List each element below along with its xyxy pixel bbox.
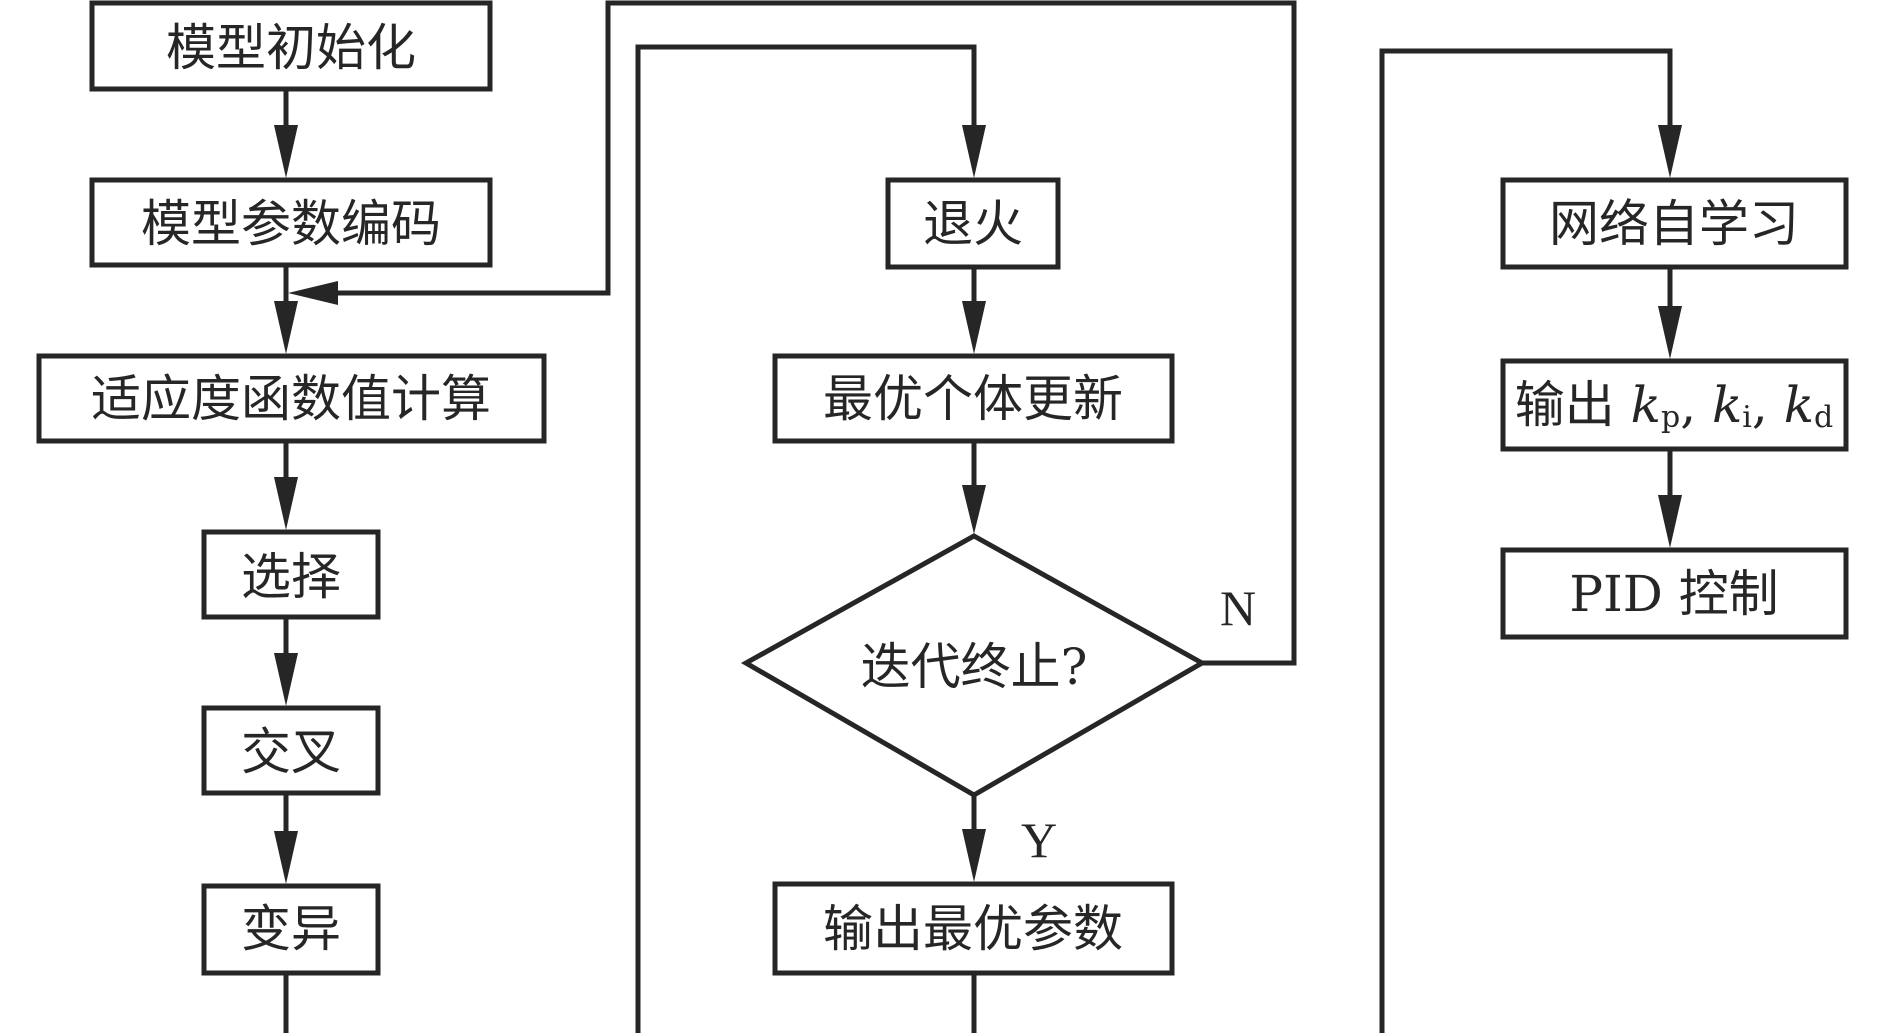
node-pid-label: PID 控制 (1569, 565, 1778, 623)
arrow-head (274, 125, 298, 178)
node-encode: 模型参数编码 (89, 177, 493, 268)
arrow-head (1658, 495, 1682, 548)
node-output-params: 输出最优参数 (772, 881, 1175, 976)
arrowheads (274, 125, 1682, 884)
node-update: 最优个体更新 (772, 353, 1175, 444)
node-update-label: 最优个体更新 (823, 370, 1123, 428)
node-anneal-label: 退火 (923, 195, 1023, 253)
node-encode-label: 模型参数编码 (141, 195, 441, 253)
node-output-params-label: 输出最优参数 (823, 900, 1123, 958)
sep-2: , (1752, 376, 1784, 434)
arrow-head (274, 477, 298, 530)
node-self-learn: 网络自学习 (1500, 177, 1849, 270)
arrow-head (1658, 125, 1682, 178)
sep-1: , (1680, 376, 1712, 434)
kd-symbol: k (1784, 376, 1814, 434)
branch-yes-label: Y (1021, 812, 1057, 868)
node-pid: PID 控制 (1500, 547, 1849, 640)
arrow-head (274, 831, 298, 884)
node-crossover-label: 交叉 (241, 723, 341, 781)
node-mutate-label: 变异 (241, 900, 341, 958)
arrow-head (274, 301, 298, 354)
node-select: 选择 (201, 529, 381, 620)
node-output-k-label: 输出 kp, ki, kd (1515, 376, 1833, 435)
edge-output-selflearn (971, 48, 1673, 1033)
node-terminate-label: 迭代终止? (861, 638, 1088, 696)
node-crossover: 交叉 (201, 705, 381, 796)
node-self-learn-label: 网络自学习 (1549, 195, 1799, 253)
node-init: 模型初始化 (89, 0, 493, 92)
node-output-k: 输出 kp, ki, kd (1500, 358, 1849, 452)
node-anneal: 退火 (885, 177, 1061, 270)
edge-no-loop (312, 0, 1297, 666)
kd-subscript: d (1814, 400, 1833, 435)
arrow-head (962, 485, 986, 534)
arrow-head (1658, 306, 1682, 359)
branch-no-label: N (1220, 580, 1256, 636)
arrow-head (288, 281, 338, 305)
ki-subscript: i (1742, 400, 1752, 435)
kp-subscript: p (1661, 400, 1680, 435)
node-fitness-label: 适应度函数值计算 (91, 370, 491, 428)
kp-symbol: k (1631, 376, 1661, 434)
connectors (283, 0, 1673, 1033)
node-select-label: 选择 (241, 548, 341, 606)
arrow-head (962, 829, 986, 882)
arrow-head (962, 125, 986, 178)
node-fitness: 适应度函数值计算 (36, 353, 547, 444)
arrow-head (962, 301, 986, 354)
edge-mutate-anneal (283, 44, 977, 1033)
ki-symbol: k (1712, 376, 1742, 434)
node-mutate: 变异 (201, 883, 381, 976)
output-k-prefix: 输出 (1515, 376, 1631, 434)
arrow-head (274, 653, 298, 706)
node-init-label: 模型初始化 (166, 19, 416, 77)
node-terminate: 迭代终止? (740, 533, 1208, 798)
